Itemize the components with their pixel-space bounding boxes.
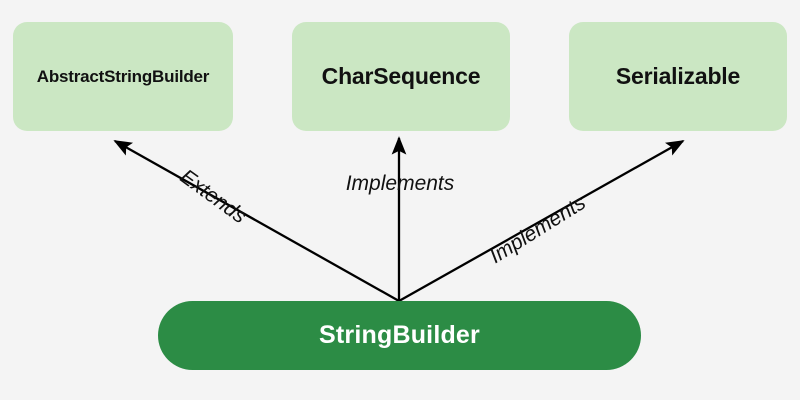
class-node-label: StringBuilder xyxy=(319,321,480,349)
class-node-abstract-string-builder[interactable]: AbstractStringBuilder xyxy=(13,22,233,131)
edge-extends-line xyxy=(113,139,400,303)
edge-label-implements-char-sequence: Implements xyxy=(345,172,455,195)
class-node-label: Serializable xyxy=(615,63,741,89)
class-node-string-builder[interactable]: StringBuilder xyxy=(158,301,641,370)
edge-implements-serializable-line xyxy=(398,139,685,303)
class-node-serializable[interactable]: Serializable xyxy=(569,22,787,131)
class-node-label: CharSequence xyxy=(321,63,481,89)
class-node-char-sequence[interactable]: CharSequence xyxy=(292,22,510,131)
class-node-label: AbstractStringBuilder xyxy=(36,66,210,86)
